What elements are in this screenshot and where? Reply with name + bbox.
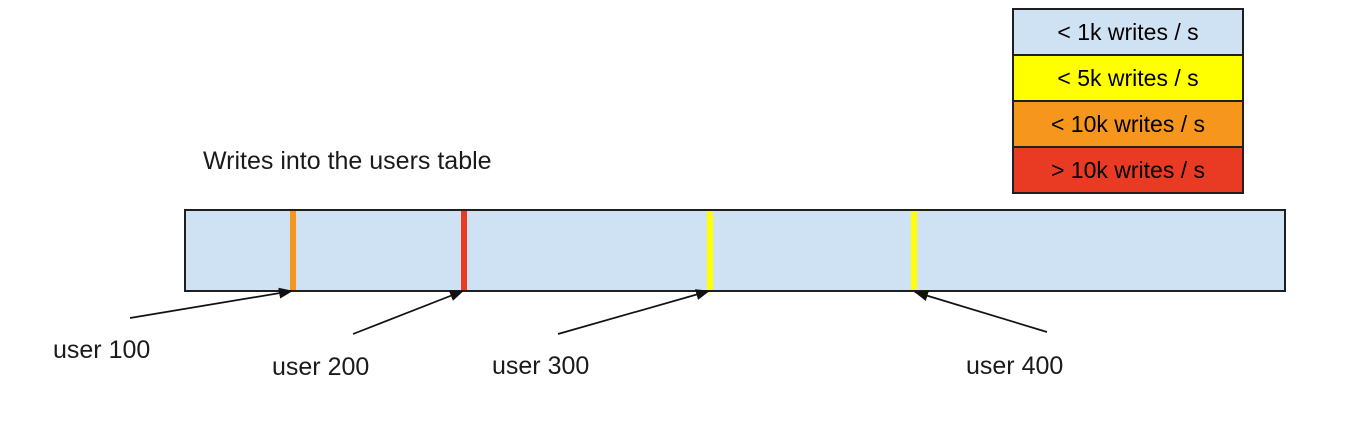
legend-item-label: < 1k writes / s bbox=[1057, 18, 1199, 45]
user-300-arrow bbox=[557, 289, 710, 335]
user-100-arrow bbox=[129, 287, 293, 319]
user-300-label: user 300 bbox=[492, 352, 590, 380]
legend-item-gt-10k: > 10k writes / s bbox=[1012, 146, 1244, 194]
legend-item-lt-5k: < 5k writes / s bbox=[1012, 54, 1244, 102]
legend-item-label: < 10k writes / s bbox=[1050, 110, 1206, 137]
shard-marker-user-400 bbox=[910, 211, 917, 290]
shard-marker-user-100 bbox=[289, 211, 296, 290]
shard-marker-user-200 bbox=[460, 211, 467, 290]
user-200-label: user 200 bbox=[272, 353, 370, 381]
legend-item-lt-1k: < 1k writes / s bbox=[1012, 8, 1244, 56]
user-400-label: user 400 bbox=[966, 352, 1064, 380]
user-100-label: user 100 bbox=[53, 336, 151, 364]
users-table-bar bbox=[184, 209, 1286, 292]
user-200-arrow bbox=[352, 290, 464, 335]
legend-item-label: < 5k writes / s bbox=[1057, 64, 1199, 91]
diagram-title: Writes into the users table bbox=[203, 147, 492, 175]
legend: < 1k writes / s < 5k writes / s < 10k wr… bbox=[1012, 8, 1244, 194]
legend-item-label: > 10k writes / s bbox=[1050, 156, 1206, 183]
shard-marker-user-300 bbox=[706, 211, 713, 290]
legend-item-lt-10k: < 10k writes / s bbox=[1012, 100, 1244, 148]
user-400-arrow bbox=[914, 290, 1048, 333]
